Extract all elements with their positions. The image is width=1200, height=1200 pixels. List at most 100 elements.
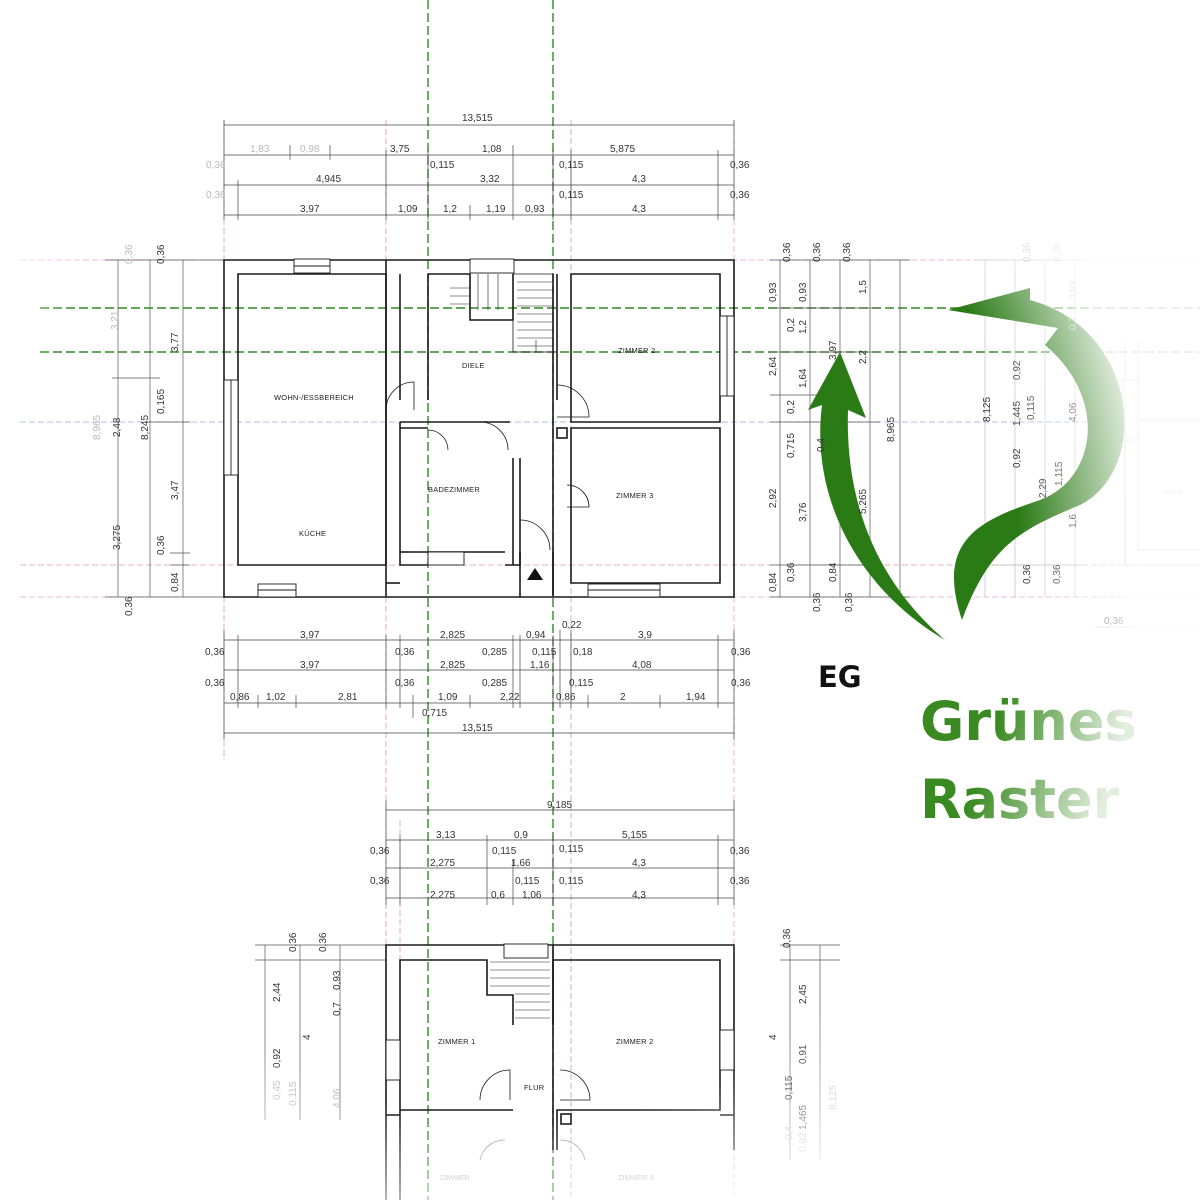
- svg-text:8,245: 8,245: [140, 415, 151, 440]
- upper-room-label-hall: FLUR: [524, 1083, 545, 1092]
- svg-text:2,29: 2,29: [1038, 478, 1049, 498]
- svg-text:0,36: 0,36: [812, 242, 823, 262]
- axis-lines: [20, 120, 1200, 1200]
- svg-text:0,36: 0,36: [206, 160, 226, 171]
- svg-text:0,115: 0,115: [288, 1081, 299, 1106]
- svg-text:3,47: 3,47: [170, 480, 181, 500]
- svg-text:4: 4: [302, 1034, 313, 1040]
- svg-text:0,36: 0,36: [1022, 564, 1033, 584]
- upper-floor-walls: [385, 944, 735, 1200]
- svg-text:0,22: 0,22: [562, 620, 582, 631]
- svg-text:0,93: 0,93: [768, 282, 779, 302]
- svg-text:0,98: 0,98: [300, 144, 320, 155]
- floor-label-eg: EG: [818, 660, 862, 694]
- room-label-living: WOHN-/ESSBEREICH: [274, 393, 354, 402]
- svg-text:1,66: 1,66: [511, 858, 531, 869]
- svg-text:4,3: 4,3: [632, 890, 646, 901]
- annotation-title-line1: Grünes: [920, 690, 1137, 753]
- svg-text:1,465: 1,465: [798, 1105, 809, 1130]
- svg-text:0,92: 0,92: [798, 1132, 809, 1152]
- svg-text:0,115: 0,115: [559, 876, 584, 887]
- upper-floor-windows: [385, 943, 735, 1081]
- svg-text:2,64: 2,64: [768, 356, 779, 376]
- svg-text:1,09: 1,09: [398, 204, 418, 215]
- svg-text:3,13: 3,13: [436, 830, 456, 841]
- svg-text:5,265: 5,265: [858, 489, 869, 514]
- neighbour-room-label: BADE: [1163, 487, 1183, 496]
- svg-text:2,22: 2,22: [500, 692, 520, 703]
- svg-text:2,45: 2,45: [798, 984, 809, 1004]
- svg-text:8,125: 8,125: [828, 1085, 839, 1110]
- svg-text:8,965: 8,965: [886, 417, 897, 442]
- svg-text:3,77: 3,77: [170, 332, 181, 352]
- svg-text:0,165: 0,165: [156, 389, 167, 414]
- svg-text:0,36: 0,36: [288, 932, 299, 952]
- svg-text:0,115: 0,115: [430, 160, 455, 171]
- svg-text:0,115: 0,115: [1026, 395, 1037, 420]
- svg-text:0,2: 0,2: [786, 318, 797, 332]
- svg-text:0,36: 0,36: [395, 647, 415, 658]
- svg-text:2,48: 2,48: [112, 417, 123, 437]
- room-label-room2: ZIMMER 2: [618, 346, 655, 355]
- green-grid: [40, 0, 1200, 1200]
- annotation-title-line2: Raster: [920, 768, 1120, 831]
- svg-text:0,36: 0,36: [812, 592, 823, 612]
- svg-text:2,275: 2,275: [430, 890, 455, 901]
- svg-text:0,84: 0,84: [768, 572, 779, 592]
- svg-text:1,115: 1,115: [1054, 461, 1065, 486]
- svg-text:0,45: 0,45: [272, 1080, 283, 1100]
- svg-text:0,7: 0,7: [1068, 316, 1079, 330]
- svg-text:4,3: 4,3: [632, 204, 646, 215]
- svg-text:0,93: 0,93: [525, 204, 545, 215]
- svg-text:0,36: 0,36: [206, 190, 226, 201]
- svg-text:2,825: 2,825: [440, 630, 465, 641]
- svg-text:0,715: 0,715: [422, 708, 447, 719]
- svg-text:0,36: 0,36: [1052, 564, 1063, 584]
- svg-text:0,36: 0,36: [205, 647, 225, 658]
- svg-text:4,08: 4,08: [632, 660, 652, 671]
- svg-text:0,36: 0,36: [1104, 616, 1124, 627]
- svg-text:0,36: 0,36: [730, 160, 750, 171]
- svg-text:0,115: 0,115: [559, 844, 584, 855]
- svg-text:3,75: 3,75: [390, 144, 410, 155]
- svg-text:0,36: 0,36: [786, 562, 797, 582]
- upper-room-label-room2: ZIMMER 2: [616, 1037, 653, 1046]
- svg-text:0,36: 0,36: [156, 535, 167, 555]
- svg-text:0,86: 0,86: [556, 692, 576, 703]
- svg-text:0,93: 0,93: [332, 970, 343, 990]
- dimension-texts-upper-sides: 0,36 0,36 2,44 0,93 0,7 0,92 4 0,115 4,0…: [272, 928, 839, 1152]
- room-label-kitchen: KÜCHE: [299, 529, 326, 538]
- svg-text:0,715: 0,715: [786, 433, 797, 458]
- svg-text:0,36: 0,36: [731, 647, 751, 658]
- upper-room-label-room1: ZIMMER 1: [438, 1037, 475, 1046]
- svg-text:1,09: 1,09: [438, 692, 458, 703]
- svg-text:9,185: 9,185: [547, 800, 572, 811]
- svg-text:0,36: 0,36: [844, 592, 855, 612]
- svg-text:0,36: 0,36: [370, 876, 390, 887]
- svg-text:1,2: 1,2: [443, 204, 457, 215]
- svg-text:0,36: 0,36: [730, 876, 750, 887]
- svg-text:0,36: 0,36: [730, 846, 750, 857]
- svg-text:3,76: 3,76: [798, 502, 809, 522]
- svg-text:5,875: 5,875: [610, 144, 635, 155]
- svg-text:3,97: 3,97: [300, 660, 320, 671]
- svg-text:0,7: 0,7: [332, 1002, 343, 1016]
- svg-text:0,285: 0,285: [482, 678, 507, 689]
- svg-text:0,93: 0,93: [1068, 280, 1079, 300]
- svg-text:0,2: 0,2: [786, 400, 797, 414]
- svg-text:4,06: 4,06: [332, 1088, 343, 1108]
- svg-text:0,36: 0,36: [205, 678, 225, 689]
- svg-text:0,36: 0,36: [156, 244, 167, 264]
- svg-text:1,94: 1,94: [686, 692, 706, 703]
- svg-text:0,36: 0,36: [1052, 242, 1063, 262]
- svg-text:0,84: 0,84: [828, 562, 839, 582]
- svg-text:0,4: 0,4: [816, 438, 827, 452]
- dimension-texts-upper: 9,185 3,13 0,9 5,155 0,36 0,115 0,115 0,…: [370, 800, 750, 901]
- svg-text:1,16: 1,16: [530, 660, 550, 671]
- svg-text:0,36: 0,36: [782, 928, 793, 948]
- dimension-texts-top: 13,515 1,83 0,98 3,75 1,08 5,875 0,36 0,…: [206, 113, 750, 215]
- upper-room-label-room3: ZIMMER 3: [618, 1173, 654, 1182]
- svg-text:0,4: 0,4: [784, 1126, 795, 1140]
- arrow-right-icon: [948, 288, 1125, 620]
- svg-text:0,36: 0,36: [730, 190, 750, 201]
